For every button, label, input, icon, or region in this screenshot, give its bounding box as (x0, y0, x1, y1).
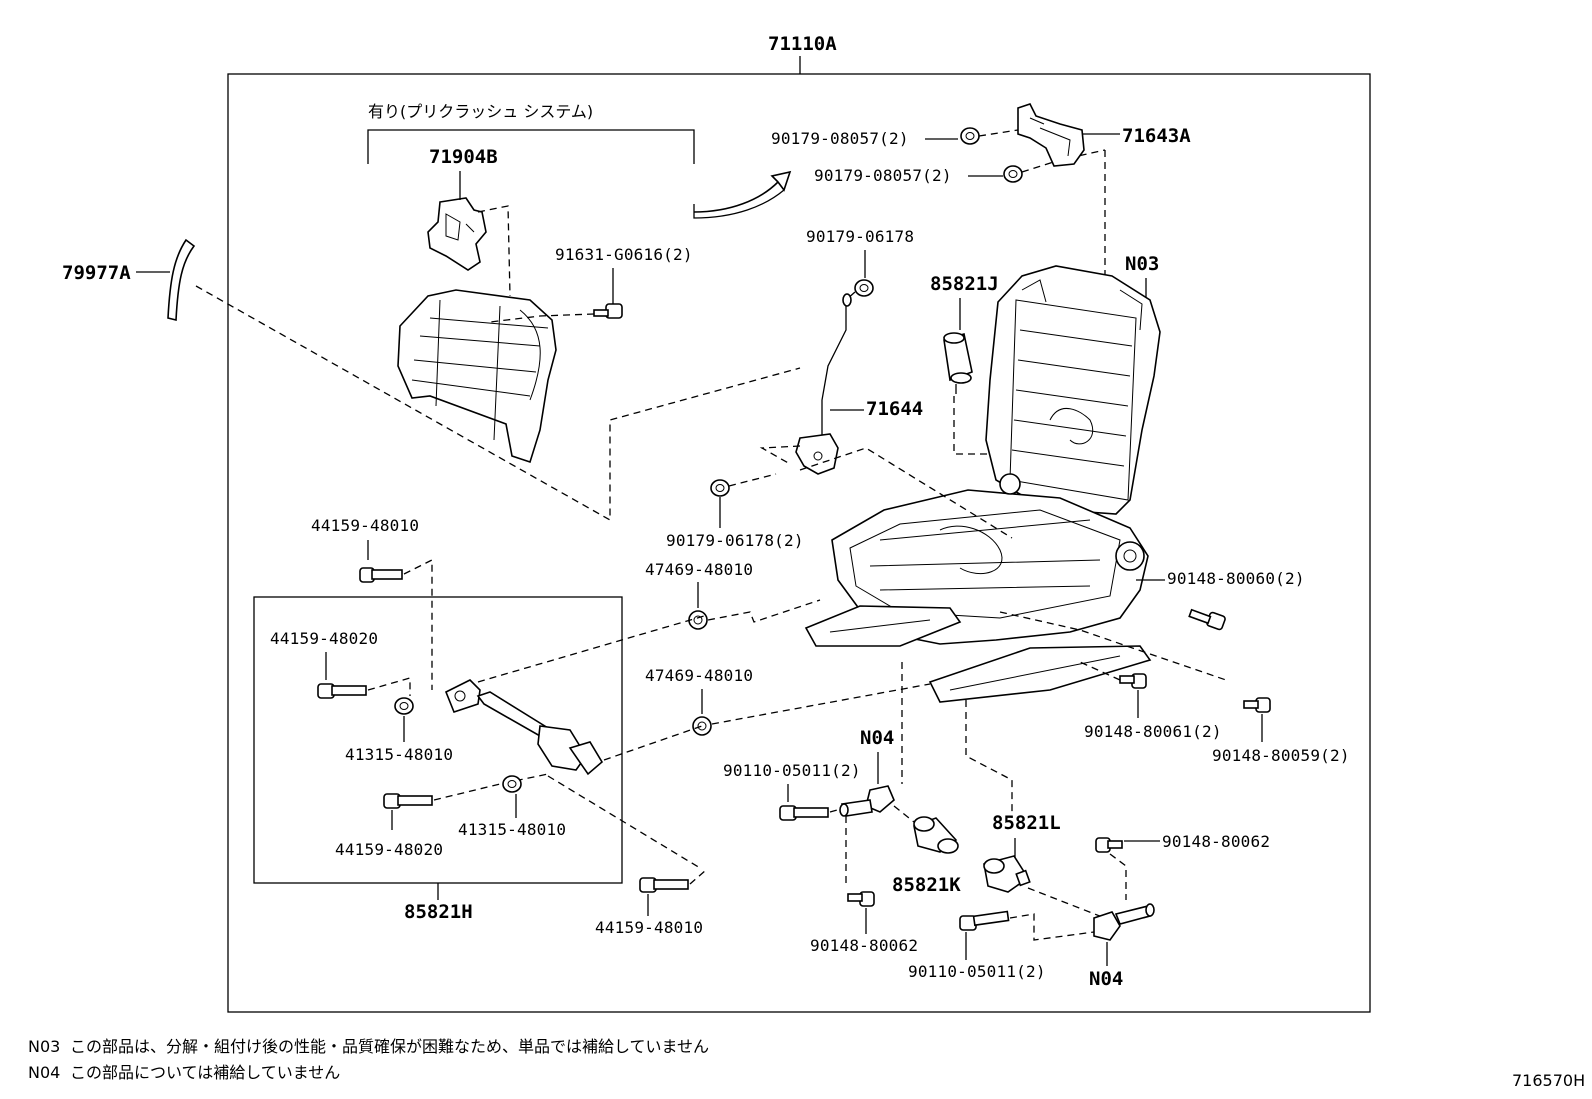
arrow-icon (693, 170, 792, 213)
harness-71644-icon (795, 293, 852, 475)
label-44159-48010-a: 44159-48010 (311, 516, 419, 535)
label-85821K: 85821K (892, 874, 961, 896)
label-N03: N03 (1125, 253, 1159, 275)
motor-85821J-icon (943, 332, 973, 394)
actuator-shaft-icon (444, 679, 604, 776)
motor-85821K-icon (913, 816, 959, 854)
label-41315-48010-a: 41315-48010 (345, 745, 453, 764)
cable-79977A-icon (167, 238, 196, 322)
nut-41315-48010-a-icon (394, 697, 414, 715)
label-71904B: 71904B (429, 146, 498, 168)
nut-90179-08057-a-icon (960, 127, 980, 145)
label-90179-08057-b: 90179-08057(2) (814, 166, 952, 185)
bolt-91631-icon (593, 303, 623, 319)
label-90148-80059: 90148-80059(2) (1212, 746, 1350, 765)
bolt-90148-80059-icon (1243, 697, 1271, 713)
seatback-frame-option-icon (397, 289, 557, 464)
seat-assembly-icon (804, 265, 1161, 703)
label-90110-05011-a: 90110-05011(2) (723, 761, 861, 780)
bolt-44159-48020-a-icon (317, 683, 367, 699)
bolt-44159-48010-a-icon (359, 567, 403, 583)
label-85821J: 85821J (930, 273, 999, 295)
motor-85821L-icon (983, 855, 1031, 893)
label-91631: 91631-G0616(2) (555, 245, 693, 264)
label-71643A: 71643A (1122, 125, 1191, 147)
nut-41315-48010-b-icon (502, 775, 522, 793)
note-N04-code: N04 (28, 1063, 60, 1082)
label-90179-08057-a: 90179-08057(2) (771, 129, 909, 148)
bolt-90148-80061-icon (1119, 673, 1147, 689)
label-85821H: 85821H (404, 901, 473, 923)
label-41315-48010-b: 41315-48010 (458, 820, 566, 839)
label-90148-80062-a: 90148-80062 (1162, 832, 1270, 851)
bolt-44159-48010-b-icon (639, 877, 689, 893)
note-N03-code: N03 (28, 1037, 60, 1056)
label-90179-06178: 90179-06178 (806, 227, 914, 246)
label-44159-48020-b: 44159-48020 (335, 840, 443, 859)
drawing-number: 716570H (1512, 1071, 1585, 1090)
assembly-frame (227, 73, 1371, 1013)
note-N04-text: この部品については補給していません (70, 1063, 340, 1082)
label-90110-05011-b: 90110-05011(2) (908, 962, 1046, 981)
label-71110A: 71110A (768, 33, 837, 55)
label-85821L: 85821L (992, 812, 1061, 834)
label-47469-48010-b: 47469-48010 (645, 666, 753, 685)
bolt-90110-05011-a-icon (779, 805, 829, 821)
label-90148-80062-b: 90148-80062 (810, 936, 918, 955)
label-47469-48010-a: 47469-48010 (645, 560, 753, 579)
label-71644: 71644 (866, 398, 923, 420)
label-79977A: 79977A (62, 262, 131, 284)
bolt-90148-80062-b-icon (847, 891, 875, 907)
bolt-44159-48020-b-icon (383, 793, 433, 809)
switch-N04-a-icon (839, 785, 895, 817)
bracket-71643A-icon (1017, 103, 1085, 167)
bracket-71904B-icon (427, 197, 487, 271)
option-label: 有り(プリクラッシュ システム) (368, 102, 593, 121)
label-44159-48020-a: 44159-48020 (270, 629, 378, 648)
switch-N04-b-icon (1093, 903, 1155, 941)
label-N04-a: N04 (860, 727, 894, 749)
note-N03-text: この部品は、分解・組付け後の性能・品質確保が困難なため、単品では補給していません (70, 1037, 709, 1056)
nut-90179-08057-b-icon (1003, 165, 1023, 183)
label-44159-48010-b: 44159-48010 (595, 918, 703, 937)
label-90179-06178-2: 90179-06178(2) (666, 531, 804, 550)
bolt-90110-05011-b-icon (959, 910, 1010, 931)
bolt-90148-80060-icon (1188, 608, 1226, 631)
nut-90179-06178-2-icon (710, 479, 730, 497)
nut-90179-06178-icon (854, 279, 874, 297)
bolt-90148-80062-a-icon (1095, 837, 1123, 853)
label-N04-b: N04 (1089, 968, 1123, 990)
label-90148-80061: 90148-80061(2) (1084, 722, 1222, 741)
label-90148-80060: 90148-80060(2) (1167, 569, 1305, 588)
washer-47469-48010-b-icon (692, 716, 712, 736)
